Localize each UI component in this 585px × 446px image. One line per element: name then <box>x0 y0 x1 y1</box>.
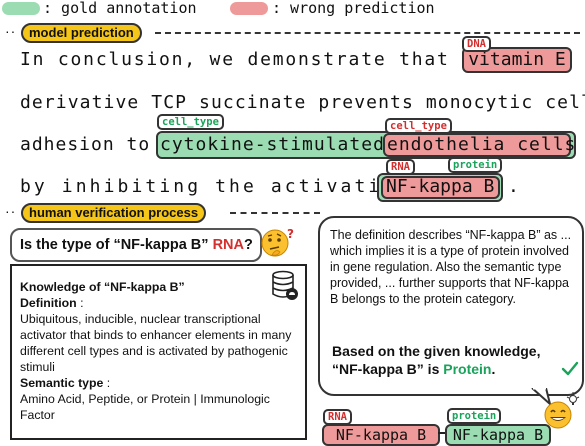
correction-rna-tag: RNA <box>323 409 352 425</box>
gold-legend-swatch <box>2 2 40 15</box>
wrong-legend-swatch <box>230 2 268 15</box>
verification-divider <box>230 212 320 214</box>
conclusion-type: Protein <box>443 361 492 377</box>
knowledge-title: Knowledge of “NF-kappa B” <box>20 280 185 294</box>
correction-wrong-entity: NF-kappa B <box>322 424 440 446</box>
endothelia-wrong-span <box>383 133 571 157</box>
definition-colon: : <box>76 296 84 310</box>
correction-protein-tag: protein <box>447 408 502 424</box>
cytokine-entity: cytokine-stimulated <box>160 134 385 155</box>
question-suffix: ? <box>243 237 253 253</box>
thinking-face-emoji: ? <box>261 227 294 257</box>
sentence-line4-text: by inhibiting the activation of <box>20 176 453 197</box>
knowledge-box: Knowledge of “NF-kappa B” Definition : U… <box>10 264 307 440</box>
model-prediction-divider <box>155 32 580 34</box>
conclusion-suffix: . <box>491 361 496 377</box>
svg-text:?: ? <box>287 227 294 241</box>
header-dots-left: ·· <box>5 23 17 39</box>
sentence-line2-text: derivative TCP succinate prevents monocy… <box>20 92 585 113</box>
cell-type-gold-tag: cell_type <box>157 114 224 130</box>
model-prediction-header: model prediction <box>21 23 142 43</box>
question-prefix: Is the type of “NF-kappa B” <box>20 237 213 253</box>
database-icon <box>272 270 298 300</box>
vitamin-e-entity: vitamin E <box>462 47 572 73</box>
bubble-text: The definition describes “NF-kappa B” as… <box>330 228 572 306</box>
wrong-legend-label: : wrong prediction <box>272 0 435 17</box>
correction-gold-entity: NF-kappa B <box>445 424 551 446</box>
semantic-type-text: Amino Acid, Peptide, or Protein | Immuno… <box>20 392 270 422</box>
cell-type-wrong-tag: cell_type <box>385 118 452 134</box>
question-type: RNA <box>212 237 244 253</box>
sentence-line3-text: adhesion to <box>20 134 151 155</box>
header-dots-left-2: ·· <box>5 203 17 219</box>
protein-tag: protein <box>448 157 503 173</box>
dna-tag: DNA <box>462 36 491 52</box>
semantic-type-colon: : <box>103 376 111 390</box>
sentence-period: . <box>508 176 519 197</box>
smiling-face-emoji <box>544 392 580 429</box>
endothelia-entity: endothelia cells <box>387 134 577 155</box>
bubble-tail <box>531 388 552 406</box>
rna-tag: RNA <box>386 159 415 175</box>
human-verification-header: human verification process <box>21 203 207 223</box>
nf-kappa-entity: NF-kappa B <box>386 176 495 197</box>
definition-label: Definition <box>20 296 77 310</box>
semantic-type-label: Semantic type <box>20 376 104 390</box>
conclusion-line1: Based on the given knowledge, <box>332 343 541 359</box>
nf-kappa-wrong-span <box>381 176 500 199</box>
conclusion-prefix: “NF-kappa B” is <box>332 361 444 377</box>
question-box: Is the type of “NF-kappa B” RNA? <box>10 228 262 262</box>
checkmark-icon <box>561 361 579 376</box>
sentence-line1-text: In conclusion, we demonstrate that the <box>20 49 501 70</box>
definition-text: Ubiquitous, inducible, nuclear transcrip… <box>20 312 292 374</box>
reasoning-bubble: The definition describes “NF-kappa B” as… <box>318 216 584 396</box>
gold-legend-label: : gold annotation <box>43 0 197 17</box>
